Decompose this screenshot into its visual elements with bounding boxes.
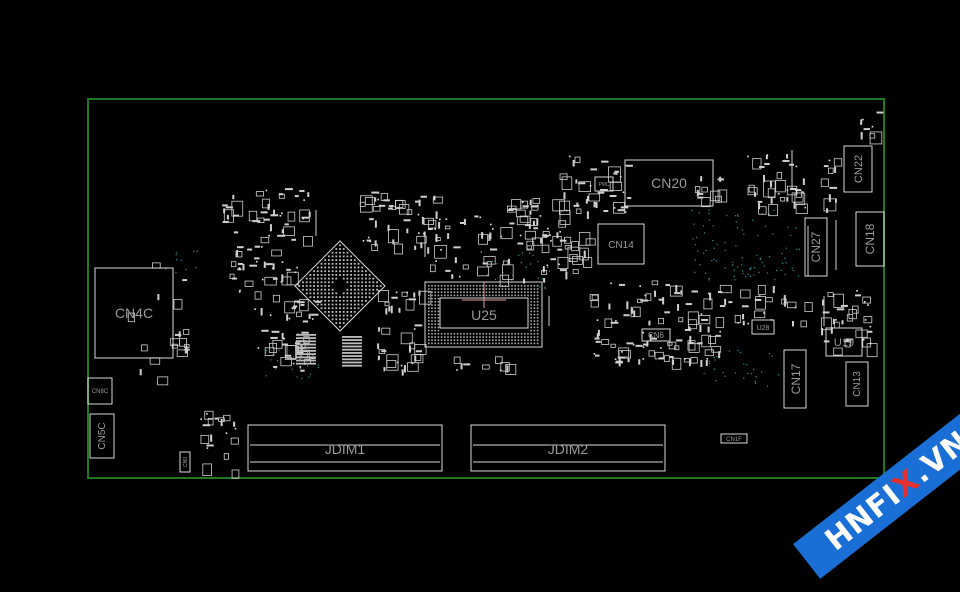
label-jdim1: JDIM1: [325, 441, 366, 457]
component-jdim1[interactable]: JDIM1: [247, 424, 443, 472]
component-cn17[interactable]: CN17: [783, 349, 807, 409]
via-dots: [165, 209, 800, 387]
component-cn9[interactable]: CN9: [179, 451, 191, 473]
label-cn1f: CN1F: [726, 437, 742, 443]
component-cn20[interactable]: CN20: [624, 159, 714, 207]
component-jdim2[interactable]: JDIM2: [470, 424, 666, 472]
label-cn22: CN22: [853, 155, 865, 183]
component-cn4c[interactable]: CN4C: [94, 267, 174, 359]
component-cn22[interactable]: CN22: [843, 145, 873, 193]
component-pmc[interactable]: PMC: [594, 176, 614, 192]
component-cn14[interactable]: CN14: [597, 223, 645, 265]
component-u28[interactable]: U28: [751, 319, 775, 335]
component-cn1f[interactable]: CN1F: [720, 433, 748, 444]
label-cn17: CN17: [789, 363, 803, 394]
label-cn6: CN6: [648, 331, 665, 340]
small-components: [127, 111, 884, 479]
label-u19: U19: [834, 337, 854, 349]
component-cn27[interactable]: CN27: [804, 217, 828, 277]
component-u19[interactable]: U19: [825, 327, 863, 357]
label-jdim2: JDIM2: [548, 441, 589, 457]
label-cn27: CN27: [809, 231, 823, 262]
label-cn14: CN14: [608, 240, 634, 251]
label-cn18: CN18: [863, 223, 877, 254]
component-cn6[interactable]: CN6: [641, 328, 671, 342]
component-u25[interactable]: U25: [424, 281, 543, 348]
board-outline: [87, 98, 885, 479]
component-bga-chip[interactable]: [294, 240, 386, 332]
label-u25: U25: [471, 307, 497, 323]
label-cn5c: CN5C: [97, 422, 108, 449]
label-cn20: CN20: [651, 175, 687, 191]
component-cn8c[interactable]: CN8C: [87, 377, 113, 405]
label-cn13: CN13: [852, 371, 863, 397]
label-cn8c: CN8C: [92, 389, 109, 395]
label-cn9: CN9: [183, 457, 189, 467]
label-pmc: PMC: [598, 182, 610, 188]
component-cn5c[interactable]: CN5C: [89, 413, 115, 459]
label-u28: U28: [757, 325, 770, 332]
label-cn4c: CN4C: [115, 305, 153, 321]
component-cn13[interactable]: CN13: [845, 361, 869, 407]
component-cn18[interactable]: CN18: [855, 211, 885, 267]
